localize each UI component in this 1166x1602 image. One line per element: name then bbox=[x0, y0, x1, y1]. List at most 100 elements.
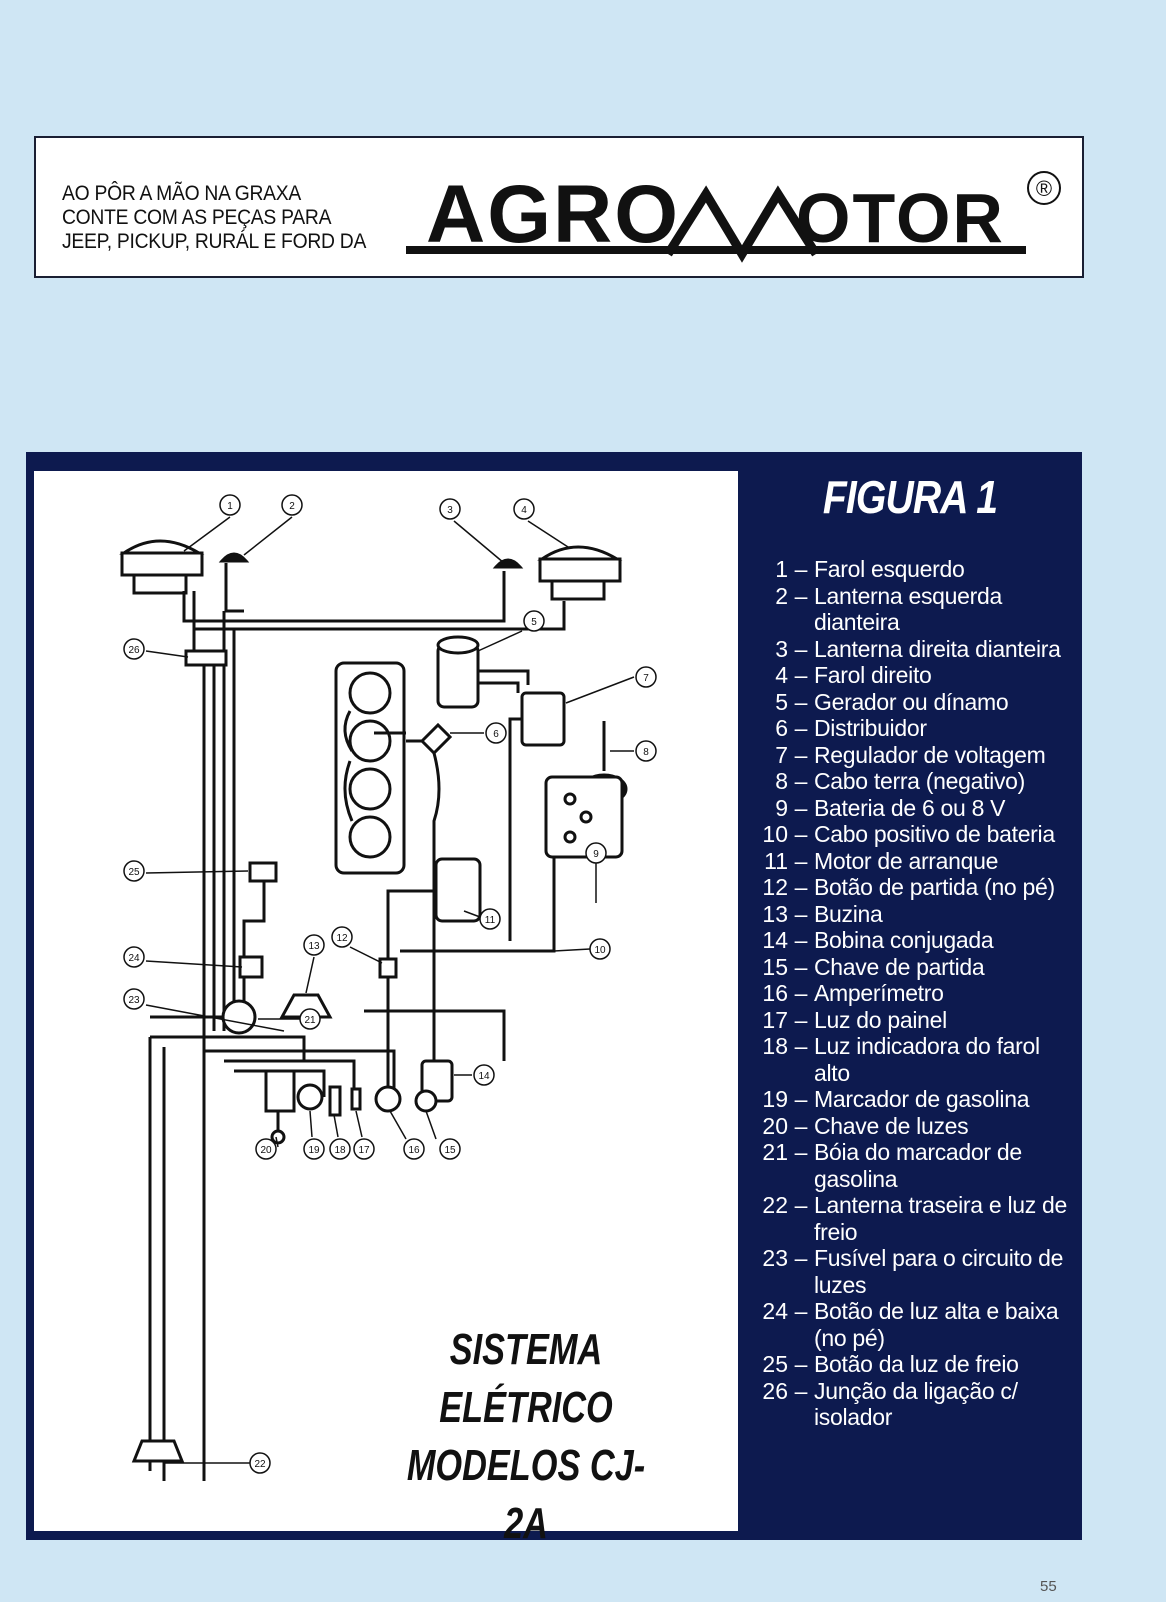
legend-label: Regulador de voltagem bbox=[814, 741, 1046, 768]
legend-item: 26–Junção da ligação c/ isolador bbox=[728, 1378, 1078, 1431]
legend-number: 15 bbox=[762, 953, 788, 980]
legend-label: Farol direito bbox=[814, 662, 932, 688]
legend-label: Lanterna traseira e luz de freio bbox=[814, 1192, 1068, 1245]
legend-label: Botão de partida (no pé) bbox=[814, 874, 1055, 900]
legend-item: 8–Cabo terra (negativo) bbox=[728, 768, 1078, 795]
callout-number: 24 bbox=[128, 953, 140, 964]
ad-tagline-line: AO PÔR A MÃO NA GRAXA bbox=[62, 182, 301, 205]
legend-item: 22–Lanterna traseira e luz de freio bbox=[728, 1192, 1078, 1245]
callout-number: 2 bbox=[289, 501, 295, 512]
legend-item: 17–Luz do painel bbox=[728, 1007, 1078, 1034]
legend-item: 16–Amperímetro bbox=[728, 980, 1078, 1007]
legend-number: 17 bbox=[762, 1006, 788, 1033]
legend-label: Cabo positivo de bateria bbox=[814, 821, 1055, 847]
legend-dash: – bbox=[794, 821, 808, 847]
legend-label: Botão de luz alta e baixa (no pé) bbox=[814, 1298, 1059, 1351]
legend-number: 18 bbox=[762, 1033, 788, 1059]
callout-number: 1 bbox=[227, 501, 233, 512]
legend-number: 10 bbox=[762, 821, 788, 847]
legend-label: Buzina bbox=[814, 900, 883, 927]
svg-text:AGRO: AGRO bbox=[426, 169, 680, 260]
legend-dash: – bbox=[794, 927, 808, 953]
legend-dash: – bbox=[794, 1298, 808, 1324]
legend-label: Bóia do marcador de gasolina bbox=[814, 1139, 1022, 1192]
wiring-diagram: 1 2 3 4 5 6 7 8 9 10 11 12 13 14 15 16 1… bbox=[34, 471, 738, 1548]
legend-label: Luz indicadora do farol alto bbox=[814, 1033, 1040, 1086]
system-title-line: MODELOS CJ-2A bbox=[406, 1441, 646, 1548]
callout-number: 20 bbox=[260, 1145, 272, 1156]
legend-item: 23–Fusível para o circuito de luzes bbox=[728, 1245, 1078, 1298]
callout-number: 16 bbox=[408, 1145, 420, 1156]
legend-dash: – bbox=[794, 847, 808, 874]
legend-dash: – bbox=[794, 1139, 808, 1165]
legend-number: 23 bbox=[762, 1245, 788, 1271]
legend-number: 11 bbox=[764, 847, 788, 874]
legend-number: 4 bbox=[775, 662, 788, 688]
legend-item: 24–Botão de luz alta e baixa (no pé) bbox=[728, 1298, 1078, 1351]
legend-label: Fusível para o circuito de luzes bbox=[814, 1245, 1064, 1298]
legend-dash: – bbox=[794, 1192, 808, 1218]
legend-item: 14–Bobina conjugada bbox=[728, 927, 1078, 954]
callout-number: 25 bbox=[128, 867, 140, 878]
callout-number: 10 bbox=[594, 945, 606, 956]
legend-number: 14 bbox=[762, 927, 788, 953]
legend-number: 25 bbox=[762, 1351, 788, 1377]
legend-number: 1 bbox=[775, 556, 788, 582]
legend-label: Lanterna esquerda dianteira bbox=[814, 582, 1002, 636]
callout-number: 4 bbox=[521, 505, 527, 516]
legend-item: 13–Buzina bbox=[728, 901, 1078, 928]
legend-label: Amperímetro bbox=[814, 980, 944, 1006]
figure-title: FIGURA 1 bbox=[822, 471, 998, 523]
legend-item: 3–Lanterna direita dianteira bbox=[728, 636, 1078, 663]
agromotor-logo: AGRO OTOR ® bbox=[406, 169, 1061, 263]
legend-number: 24 bbox=[762, 1298, 788, 1324]
callout-number: 22 bbox=[254, 1459, 266, 1470]
legend-dash: – bbox=[794, 768, 808, 794]
legend-number: 5 bbox=[775, 688, 788, 715]
legend-label: Cabo terra (negativo) bbox=[814, 768, 1026, 794]
page-number: 55 bbox=[1040, 1578, 1057, 1595]
callout-number: 17 bbox=[358, 1145, 370, 1156]
legend-item: 1–Farol esquerdo bbox=[728, 556, 1078, 583]
system-title-line: ELÉTRICO bbox=[439, 1383, 613, 1432]
legend-number: 3 bbox=[775, 635, 788, 662]
legend-dash: – bbox=[794, 794, 808, 821]
callout-number: 8 bbox=[643, 747, 649, 758]
legend-number: 16 bbox=[762, 980, 788, 1006]
legend-dash: – bbox=[794, 1033, 808, 1059]
legend-item: 19–Marcador de gasolina bbox=[728, 1086, 1078, 1113]
legend-item: 12–Botão de partida (no pé) bbox=[728, 874, 1078, 901]
legend-dash: – bbox=[794, 1245, 808, 1271]
system-title: SISTEMA ELÉTRICO MODELOS CJ-2A bbox=[401, 1321, 651, 1553]
legend-label: Junção da ligação c/ isolador bbox=[814, 1377, 1018, 1431]
legend-label: Botão da luz de freio bbox=[814, 1351, 1019, 1377]
callout-number: 5 bbox=[531, 617, 537, 628]
legend-dash: – bbox=[794, 900, 808, 927]
callout-number: 7 bbox=[643, 673, 649, 684]
legend-item: 4–Farol direito bbox=[728, 662, 1078, 689]
legend-label: Farol esquerdo bbox=[814, 556, 965, 582]
legend-dash: – bbox=[794, 635, 808, 662]
legend-dash: – bbox=[794, 1006, 808, 1033]
legend-dash: – bbox=[794, 662, 808, 688]
legend-label: Bateria de 6 ou 8 V bbox=[814, 794, 1006, 821]
legend-label: Distribuidor bbox=[814, 715, 927, 741]
callout-number: 9 bbox=[593, 849, 599, 860]
legend-label: Gerador ou dínamo bbox=[814, 688, 1009, 715]
callout-number: 19 bbox=[308, 1145, 320, 1156]
legend-number: 6 bbox=[775, 715, 788, 741]
legend-label: Luz do painel bbox=[814, 1006, 947, 1033]
legend-item: 2–Lanterna esquerda dianteira bbox=[728, 583, 1078, 636]
legend-dash: – bbox=[794, 1351, 808, 1377]
legend-dash: – bbox=[794, 556, 808, 582]
figure-panel: 1 2 3 4 5 6 7 8 9 10 11 12 13 14 15 16 1… bbox=[26, 452, 1082, 1548]
legend-dash: – bbox=[794, 582, 808, 609]
legend-item: 6–Distribuidor bbox=[728, 715, 1078, 742]
legend-label: Motor de arranque bbox=[814, 847, 999, 874]
svg-text:OTOR: OTOR bbox=[796, 179, 1005, 257]
legend-number: 22 bbox=[762, 1192, 788, 1218]
legend-dash: – bbox=[794, 1112, 808, 1139]
legend-dash: – bbox=[794, 1086, 808, 1112]
callout-number: 13 bbox=[308, 941, 320, 952]
